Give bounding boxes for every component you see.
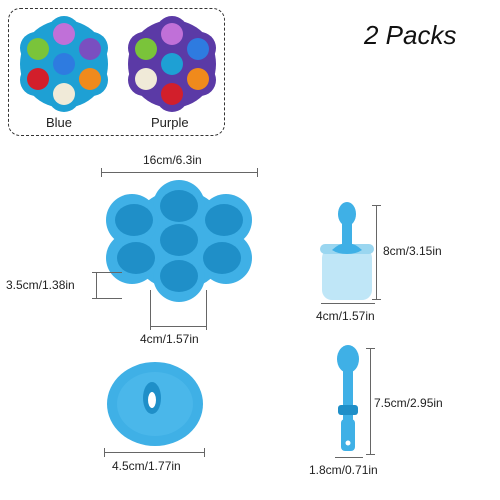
purple-tray-image (128, 16, 216, 112)
mold-width-label: 16cm/6.3in (143, 153, 202, 167)
stick-length-label: 7.5cm/2.95in (374, 396, 443, 410)
stick-image (337, 345, 359, 451)
lid-image (107, 362, 203, 446)
mold-height-label: 3.5cm/1.38in (6, 278, 75, 292)
variants-frame (8, 8, 225, 136)
cup-diameter-label: 4cm/1.57in (140, 332, 199, 346)
popsicle-image (320, 202, 374, 300)
mold-image (106, 180, 252, 302)
variant-label-blue: Blue (46, 115, 73, 130)
pop-height-label: 8cm/3.15in (383, 244, 442, 258)
headline: 2 Packs (364, 20, 457, 50)
variant-label-purple: Purple (151, 115, 189, 130)
pop-width-label: 4cm/1.57in (316, 309, 375, 323)
lid-diameter-label: 4.5cm/1.77in (112, 459, 181, 473)
mold-width-line (101, 172, 257, 173)
stick-width-label: 1.8cm/0.71in (309, 463, 378, 477)
blue-tray-image (20, 16, 108, 112)
